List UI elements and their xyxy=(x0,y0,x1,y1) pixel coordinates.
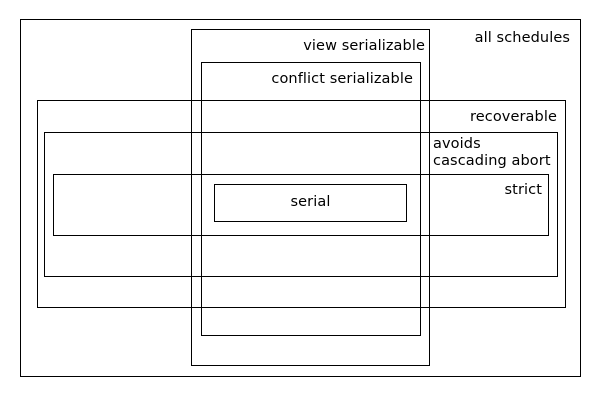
label-serial: serial xyxy=(290,194,331,210)
label-strict: strict xyxy=(504,182,542,198)
label-recoverable: recoverable xyxy=(469,109,557,125)
region-all-schedules xyxy=(20,19,581,377)
label-conflict-serializable: conflict serializable xyxy=(271,71,413,87)
region-avoids-cascading-abort xyxy=(44,132,558,277)
region-strict xyxy=(53,174,549,236)
label-view-serializable: view serializable xyxy=(303,38,425,54)
region-view-serializable xyxy=(191,29,430,366)
label-all-schedules: all schedules xyxy=(474,30,570,46)
region-recoverable xyxy=(37,100,566,308)
region-conflict-serializable xyxy=(201,62,421,336)
region-serial xyxy=(214,184,407,222)
label-avoids-cascading-abort: avoids cascading abort xyxy=(433,136,551,169)
